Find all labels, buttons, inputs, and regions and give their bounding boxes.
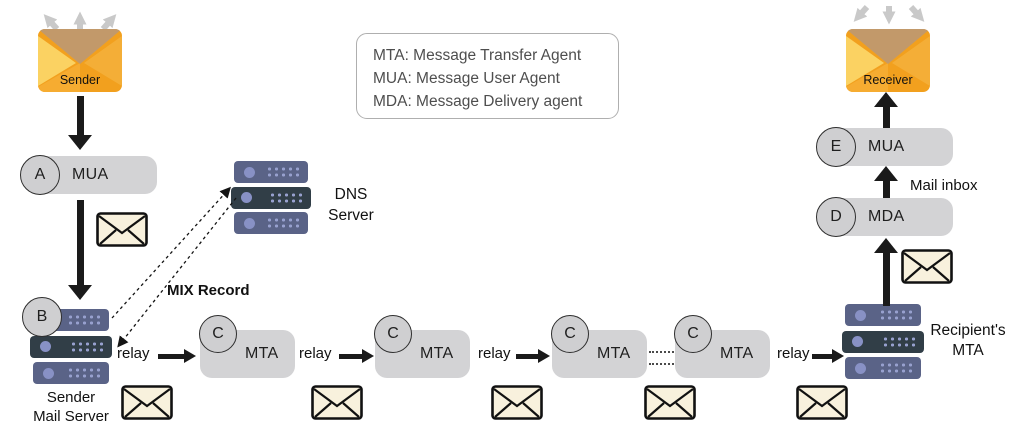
step-badge-c2: C bbox=[374, 315, 412, 353]
mta-label-1: MTA bbox=[245, 345, 279, 362]
mail-envelope-icon bbox=[901, 249, 953, 284]
step-badge-b: B bbox=[22, 297, 62, 337]
mta-label-2: MTA bbox=[420, 345, 454, 362]
step-badge-c4: C bbox=[674, 315, 712, 353]
mua-a-label: MUA bbox=[72, 166, 109, 183]
step-badge-a: A bbox=[20, 155, 60, 195]
step-badge-c3: C bbox=[551, 315, 589, 353]
dns-query-dashed-arrows bbox=[111, 186, 237, 348]
relay-arrow-3-icon bbox=[516, 349, 550, 363]
sender-mail-server-icon bbox=[30, 309, 112, 384]
mta-label-3: MTA bbox=[597, 345, 631, 362]
relay-arrow-1-icon bbox=[158, 349, 196, 363]
step-badge-c1: C bbox=[199, 315, 237, 353]
step-badge-d: D bbox=[816, 197, 856, 237]
relay-label-4: relay bbox=[777, 345, 810, 362]
relay-arrow-2-icon bbox=[339, 349, 374, 363]
mda-d-label: MDA bbox=[868, 208, 905, 225]
mail-envelope-icon bbox=[491, 385, 543, 420]
legend-box: MTA: Message Transfer Agent MUA: Message… bbox=[356, 33, 619, 119]
relay-label-1: relay bbox=[117, 345, 150, 362]
mta-box-2: C MTA bbox=[374, 315, 470, 378]
sender-label: Sender bbox=[59, 73, 101, 87]
relay-label-2: relay bbox=[299, 345, 332, 362]
arrow-mua-to-receiver bbox=[874, 92, 898, 128]
recipient-mta-label: Recipient's MTA bbox=[930, 322, 1006, 359]
arrow-sender-to-mua bbox=[68, 96, 92, 150]
mua-a-box: A MUA bbox=[20, 155, 157, 195]
mua-e-label: MUA bbox=[868, 138, 905, 155]
mail-envelope-icon bbox=[796, 385, 848, 420]
mta-box-4: C MTA bbox=[674, 315, 770, 378]
relay-arrow-4-icon bbox=[812, 349, 844, 363]
mix-record-label: MIX Record bbox=[167, 282, 250, 299]
mail-envelope-icon bbox=[644, 385, 696, 420]
receiver-incoming-arrows-icon bbox=[853, 4, 925, 25]
relay-label-3: relay bbox=[478, 345, 511, 362]
step-badge-e: E bbox=[816, 127, 856, 167]
sender-broadcast-arrows-icon bbox=[43, 11, 117, 31]
arrow-server-to-mda bbox=[874, 238, 898, 306]
legend-line-mua: MUA: Message User Agent bbox=[373, 70, 560, 87]
recipient-mta-server-icon bbox=[842, 304, 924, 379]
arrow-mda-to-mua bbox=[874, 166, 898, 198]
dotted-connector bbox=[649, 351, 674, 365]
legend-line-mta: MTA: Message Transfer Agent bbox=[373, 47, 582, 64]
mail-envelope-icon bbox=[311, 385, 363, 420]
mail-inbox-label: Mail inbox bbox=[910, 177, 978, 194]
receiver-label: Receiver bbox=[863, 73, 913, 87]
sender-envelope-icon: Sender bbox=[38, 29, 122, 92]
arrow-mua-to-mail-server bbox=[68, 200, 92, 300]
mail-envelope-icon bbox=[121, 385, 173, 420]
dns-server-icon bbox=[231, 161, 311, 234]
dns-server-label: DNS Server bbox=[328, 186, 374, 224]
mta-box-3: C MTA bbox=[551, 315, 647, 378]
legend-line-mda: MDA: Message Delivery agent bbox=[373, 93, 583, 110]
receiver-envelope-icon: Receiver bbox=[846, 29, 930, 92]
mail-envelope-icon bbox=[96, 212, 148, 247]
mta-box-1: C MTA bbox=[199, 315, 295, 378]
sender-mail-server-label: Sender Mail Server bbox=[33, 389, 109, 425]
mta-label-4: MTA bbox=[720, 345, 754, 362]
mua-e-box: E MUA bbox=[816, 127, 953, 167]
mda-d-box: D MDA bbox=[816, 197, 953, 237]
